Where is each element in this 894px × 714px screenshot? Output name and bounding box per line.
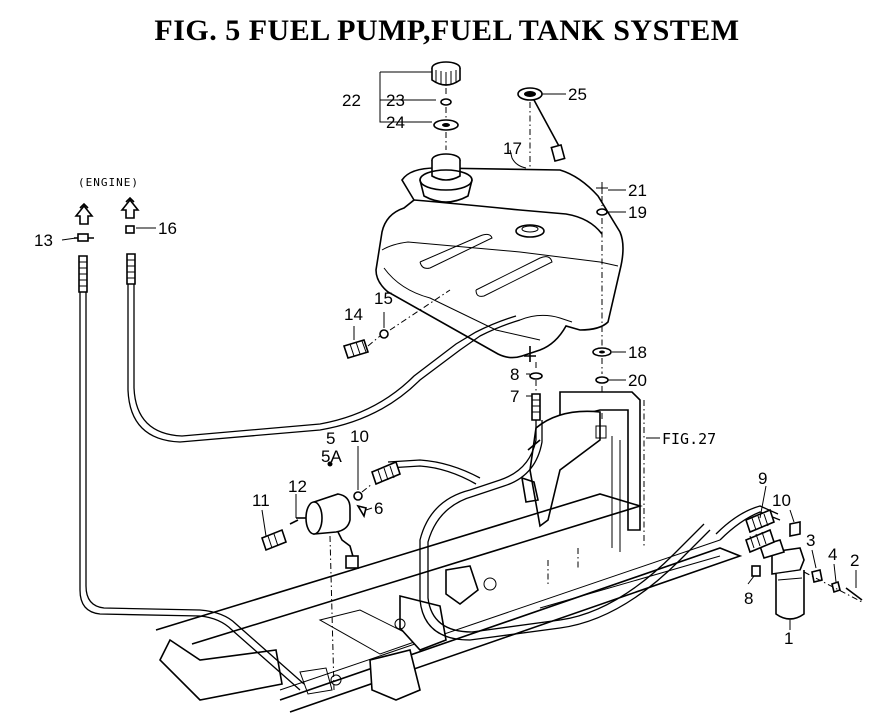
fuel-filter — [745, 521, 805, 620]
label-8-filter: 8 — [744, 589, 753, 608]
label-14: 14 — [344, 305, 363, 324]
frame-bracket — [520, 391, 645, 552]
fig27-reference: FIG.27 — [662, 430, 716, 448]
filter-bolt-stack — [803, 569, 863, 603]
label-3: 3 — [806, 531, 815, 550]
part-labels: 22 23 24 25 17 21 19 18 20 13 16 14 15 8… — [34, 85, 859, 648]
label-23: 23 — [386, 91, 405, 110]
fuel-tank — [375, 153, 624, 362]
diagram-title: FIG. 5 FUEL PUMP,FUEL TANK SYSTEM — [154, 14, 740, 47]
hose-fitting-13 — [74, 202, 94, 293]
hose-end-11 — [261, 519, 299, 552]
pump-outlet-hose — [353, 460, 401, 501]
fuel-cap — [431, 61, 461, 86]
label-11: 11 — [252, 491, 270, 510]
cap-ring — [440, 98, 452, 106]
hose-fitting-16 — [120, 196, 140, 285]
fuel-hoses — [79, 258, 781, 691]
label-12: 12 — [288, 477, 307, 496]
label-18: 18 — [628, 343, 647, 362]
label-8-top: 8 — [510, 365, 519, 384]
leader-17 — [509, 149, 527, 169]
label-5a: 5A — [321, 447, 342, 466]
label-5: 5 — [326, 429, 335, 448]
label-7: 7 — [510, 387, 519, 406]
frame-rails — [155, 493, 743, 713]
label-17: 17 — [503, 139, 522, 158]
label-6: 6 — [374, 499, 383, 518]
label-20: 20 — [628, 371, 647, 390]
label-4: 4 — [828, 545, 837, 564]
engine-label: (ENGINE) — [78, 176, 139, 189]
hose-end-7 — [529, 362, 543, 421]
label-13: 13 — [34, 231, 53, 250]
cap-gasket — [433, 119, 459, 131]
hose-end-14 — [342, 289, 451, 359]
bolt-6 — [356, 504, 367, 519]
leader-lines — [61, 93, 857, 630]
hose-end-9 — [745, 508, 775, 534]
label-21: 21 — [628, 181, 647, 200]
label-10-pump: 10 — [350, 427, 369, 446]
tank-mount-hardware — [592, 182, 612, 420]
label-1: 1 — [784, 629, 793, 648]
fuel-level-gauge — [517, 87, 566, 228]
label-10-filter: 10 — [772, 491, 791, 510]
label-19: 19 — [628, 203, 647, 222]
label-24: 24 — [386, 113, 405, 132]
label-22: 22 — [342, 91, 361, 110]
fuel-pump — [296, 461, 359, 691]
label-9: 9 — [758, 469, 767, 488]
label-2: 2 — [850, 551, 859, 570]
label-15: 15 — [374, 289, 393, 308]
label-25: 25 — [568, 85, 587, 104]
label-16: 16 — [158, 219, 177, 238]
